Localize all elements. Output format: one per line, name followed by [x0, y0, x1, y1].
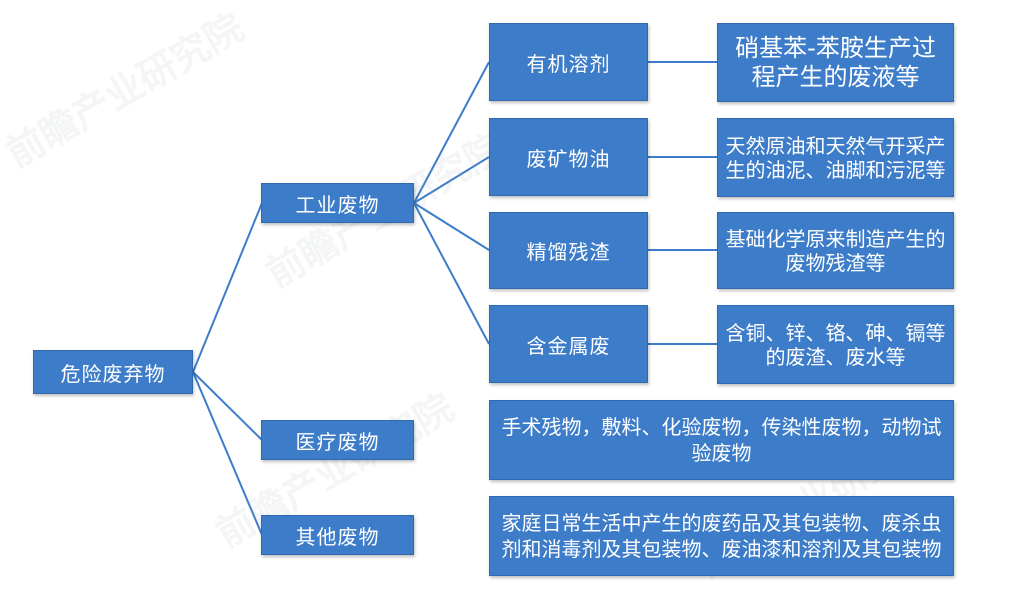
item-organic-solvent: 有机溶剂: [489, 23, 648, 101]
category-other: 其他废物: [261, 515, 414, 555]
category-industrial: 工业废物: [261, 183, 414, 223]
desc-metal-waste: 含铜、锌、铬、砷、镉等的废渣、废水等: [717, 305, 954, 384]
desc-medical: 手术残物，敷料、化验废物，传染性废物，动物试验废物: [489, 400, 954, 480]
desc-organic-solvent: 硝基苯-苯胺生产过程产生的废液等: [717, 23, 954, 102]
desc-distillation-residue-text: 基础化学原来制造产生的废物残渣等: [725, 226, 946, 275]
connector-root-other: [192, 371, 263, 536]
connector-industrial-metal: [413, 202, 490, 345]
item-waste-mineral-oil: 废矿物油: [489, 118, 648, 196]
category-industrial-label: 工业废物: [295, 192, 380, 217]
category-medical-label: 医疗废物: [295, 429, 380, 454]
category-other-label: 其他废物: [295, 524, 380, 549]
desc-waste-mineral-oil-text: 天然原油和天然气开采产生的油泥、油脚和污泥等: [725, 133, 946, 182]
desc-metal-waste-text: 含铜、锌、铬、砷、镉等的废渣、废水等: [725, 320, 946, 369]
desc-other-text: 家庭日常生活中产生的废药品及其包装物、废杀虫剂和消毒剂及其包装物、废油漆和溶剂及…: [501, 511, 942, 561]
item-distillation-residue-label: 精馏残渣: [526, 240, 611, 264]
item-distillation-residue: 精馏残渣: [489, 212, 648, 289]
category-medical: 医疗废物: [261, 420, 414, 460]
root-label: 危险废弃物: [60, 361, 166, 386]
item-metal-waste-label: 含金属废: [526, 333, 611, 358]
desc-medical-text: 手术残物，敷料、化验废物，传染性废物，动物试验废物: [501, 415, 942, 465]
item-metal-waste: 含金属废: [489, 305, 648, 383]
desc-distillation-residue: 基础化学原来制造产生的废物残渣等: [717, 212, 954, 289]
root-node: 危险废弃物: [33, 350, 193, 394]
item-organic-solvent-label: 有机溶剂: [526, 51, 611, 76]
connector-root-industrial: [192, 202, 263, 373]
connector-industrial-oil: [413, 156, 490, 204]
item-waste-mineral-oil-label: 废矿物油: [526, 146, 611, 171]
connector-industrial-residue: [413, 202, 490, 251]
connector-root-medical: [192, 371, 263, 441]
desc-organic-solvent-text: 硝基苯-苯胺生产过程产生的废液等: [735, 33, 936, 91]
connector-industrial-solvent: [413, 61, 490, 204]
desc-other: 家庭日常生活中产生的废药品及其包装物、废杀虫剂和消毒剂及其包装物、废油漆和溶剂及…: [489, 496, 954, 576]
desc-waste-mineral-oil: 天然原油和天然气开采产生的油泥、油脚和污泥等: [717, 118, 954, 197]
